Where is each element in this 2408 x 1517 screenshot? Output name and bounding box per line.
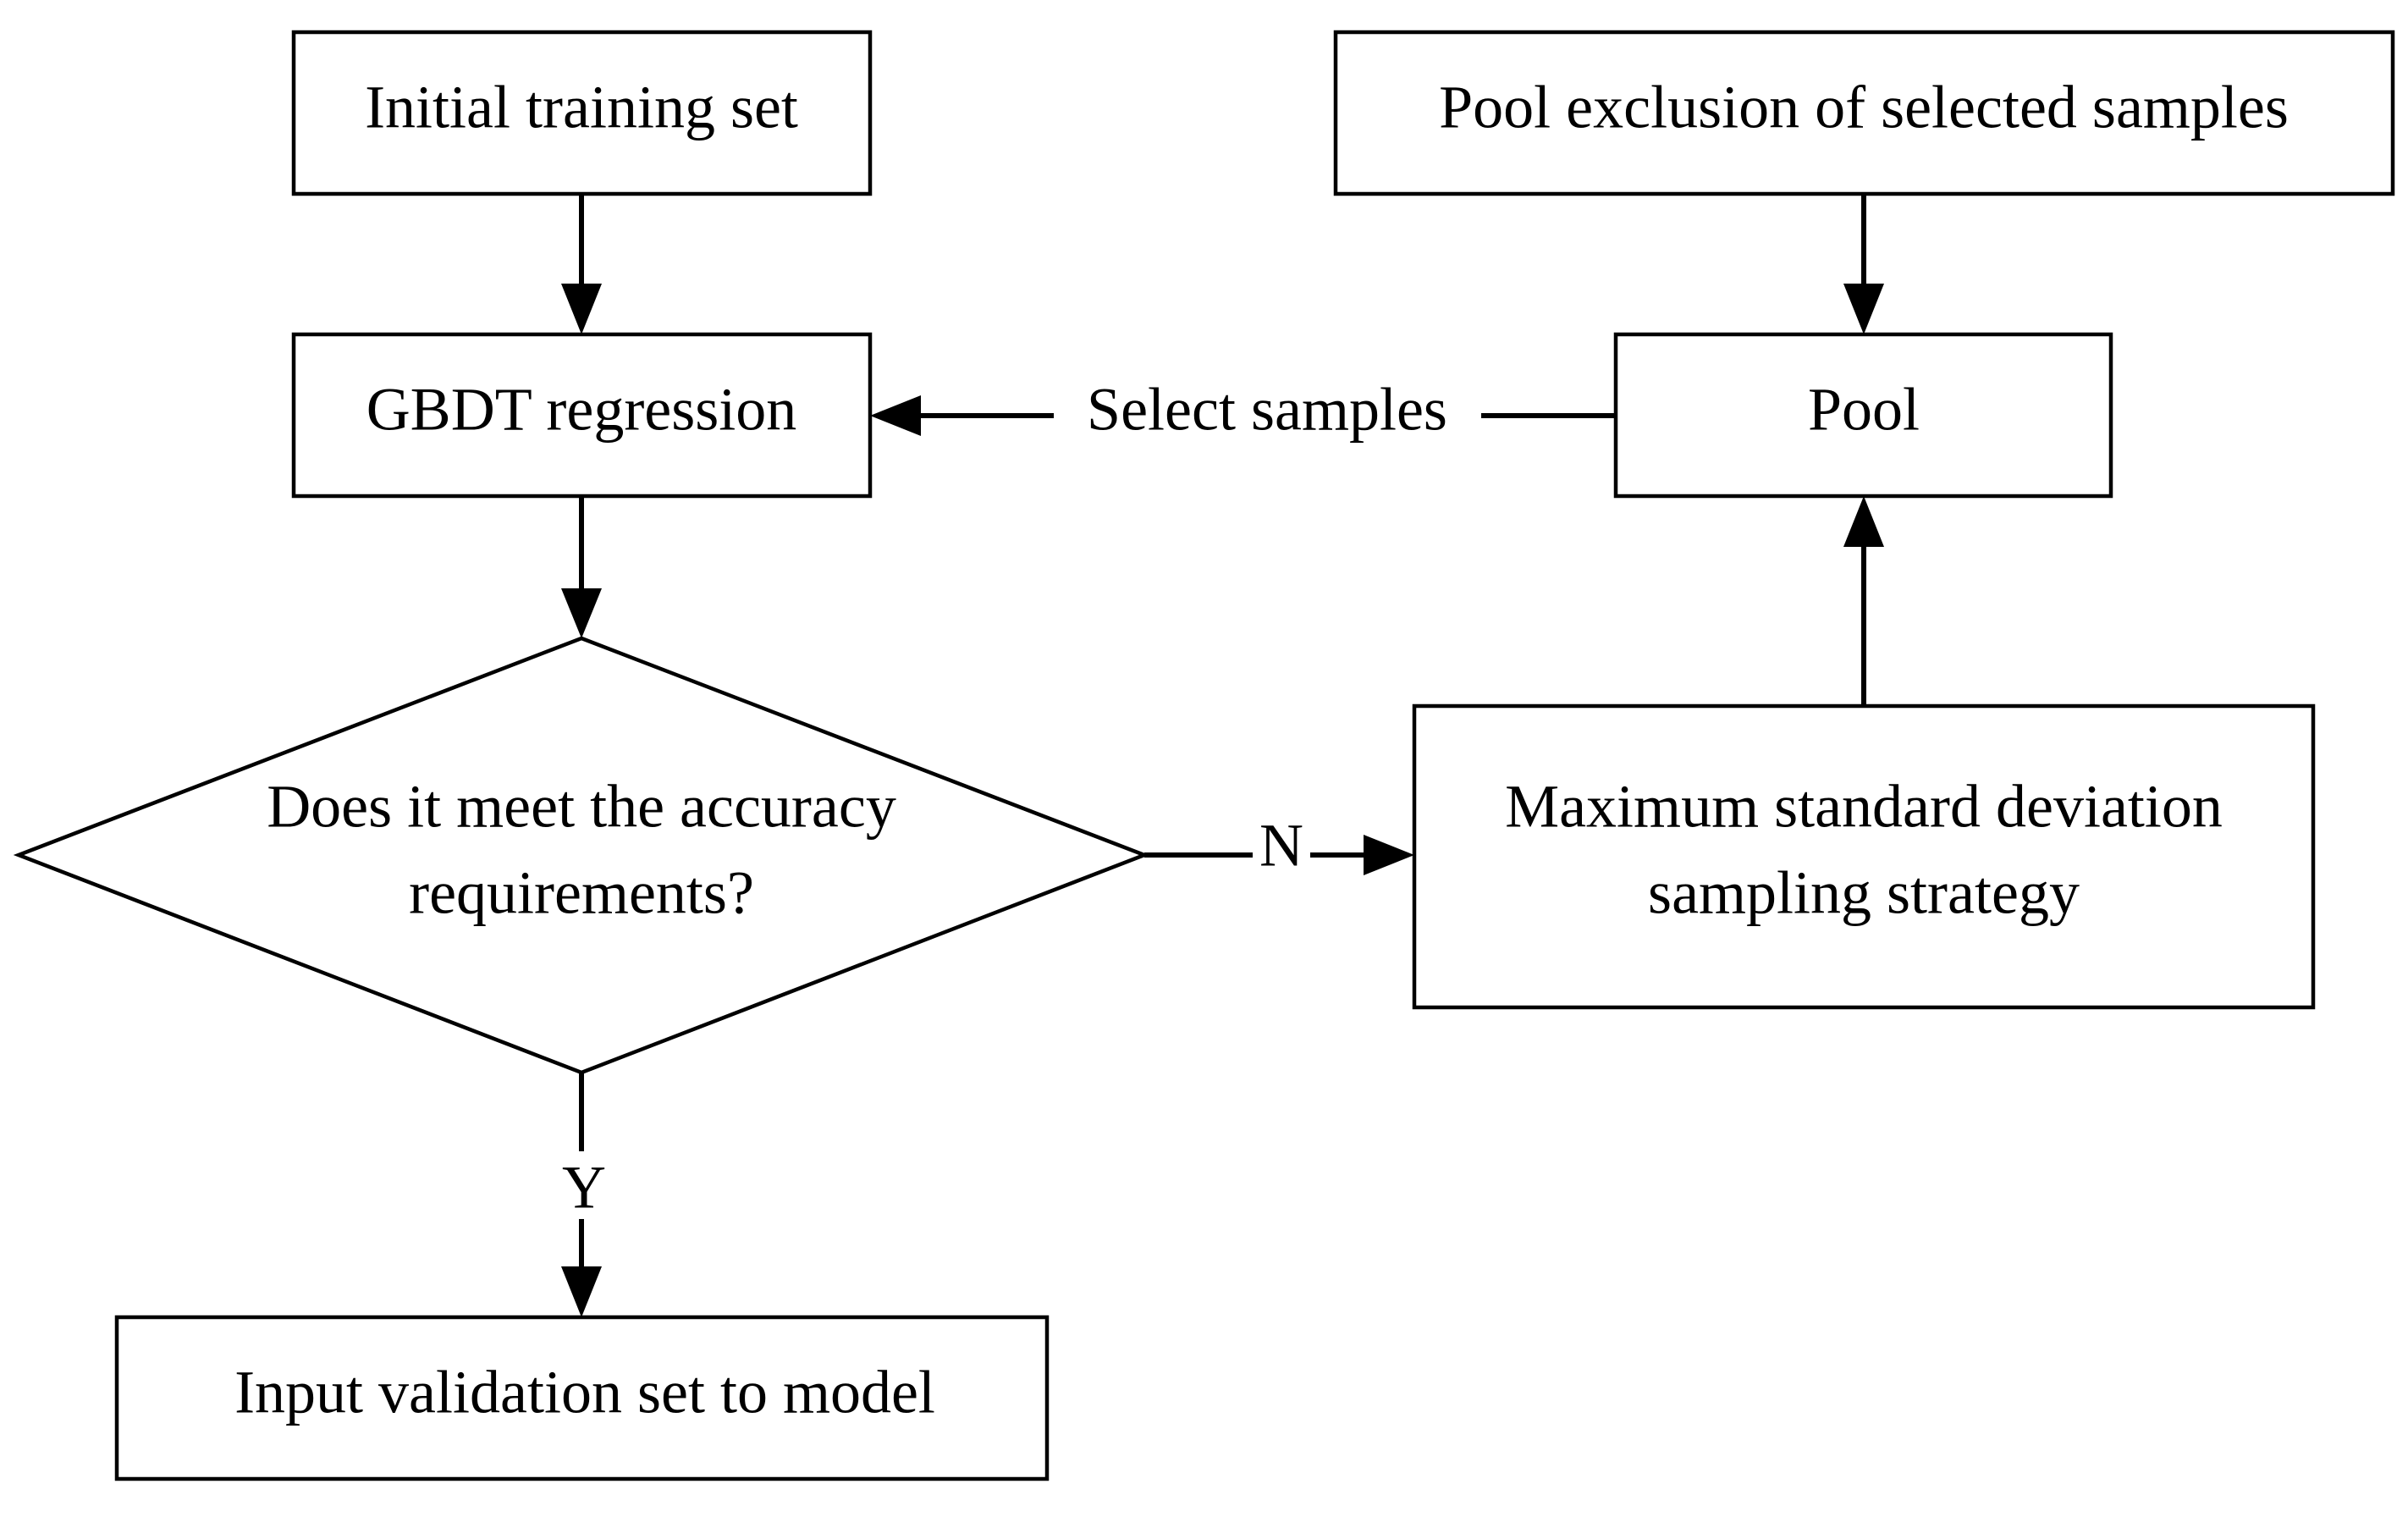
node-max-std-sampling: Maximum standard deviation sampling stra… bbox=[1412, 703, 2316, 1010]
node-gbdt-regression-label: GBDT regression bbox=[366, 376, 797, 444]
node-max-std-sampling-line2: sampling strategy bbox=[1648, 859, 2080, 927]
node-accuracy-decision-line2: requirements? bbox=[409, 859, 754, 927]
edge-yes-label: Y bbox=[562, 1154, 606, 1222]
arrowhead-down-icon bbox=[561, 588, 602, 638]
edge-initial-to-gbdt bbox=[561, 194, 602, 334]
edge-exclusion-to-pool bbox=[1843, 194, 1884, 334]
arrowhead-right-icon bbox=[1364, 835, 1414, 875]
node-gbdt-regression: GBDT regression bbox=[291, 332, 873, 499]
edge-decision-no: N bbox=[1144, 812, 1414, 880]
edge-maxstd-to-pool bbox=[1843, 496, 1884, 706]
node-input-validation-label: Input validation set to model bbox=[234, 1359, 935, 1426]
node-initial-training-set-label: Initial training set bbox=[365, 74, 798, 141]
edge-decision-yes: Y bbox=[561, 1073, 606, 1317]
node-pool-exclusion: Pool exclusion of selected samples bbox=[1333, 30, 2395, 196]
arrowhead-up-icon bbox=[1843, 496, 1884, 547]
node-initial-training-set: Initial training set bbox=[291, 30, 873, 196]
node-pool-exclusion-label: Pool exclusion of selected samples bbox=[1439, 74, 2289, 141]
arrowhead-down-icon bbox=[561, 284, 602, 334]
edge-no-label: N bbox=[1259, 812, 1303, 880]
node-max-std-sampling-line1: Maximum standard deviation bbox=[1505, 773, 2223, 841]
arrowhead-left-icon bbox=[870, 395, 921, 436]
node-pool: Pool bbox=[1613, 332, 2113, 499]
node-accuracy-decision: Does it meet the accuracy requirements? bbox=[13, 636, 1150, 1075]
arrowhead-down-icon bbox=[1843, 284, 1884, 334]
node-accuracy-decision-line1: Does it meet the accuracy bbox=[267, 773, 896, 841]
node-pool-label: Pool bbox=[1808, 376, 1920, 444]
edge-gbdt-to-decision bbox=[561, 496, 602, 638]
arrowhead-down-icon bbox=[561, 1266, 602, 1317]
node-input-validation: Input validation set to model bbox=[114, 1315, 1050, 1481]
edge-pool-to-gbdt: Select samples bbox=[870, 376, 1616, 444]
edge-select-samples-label: Select samples bbox=[1087, 376, 1447, 444]
